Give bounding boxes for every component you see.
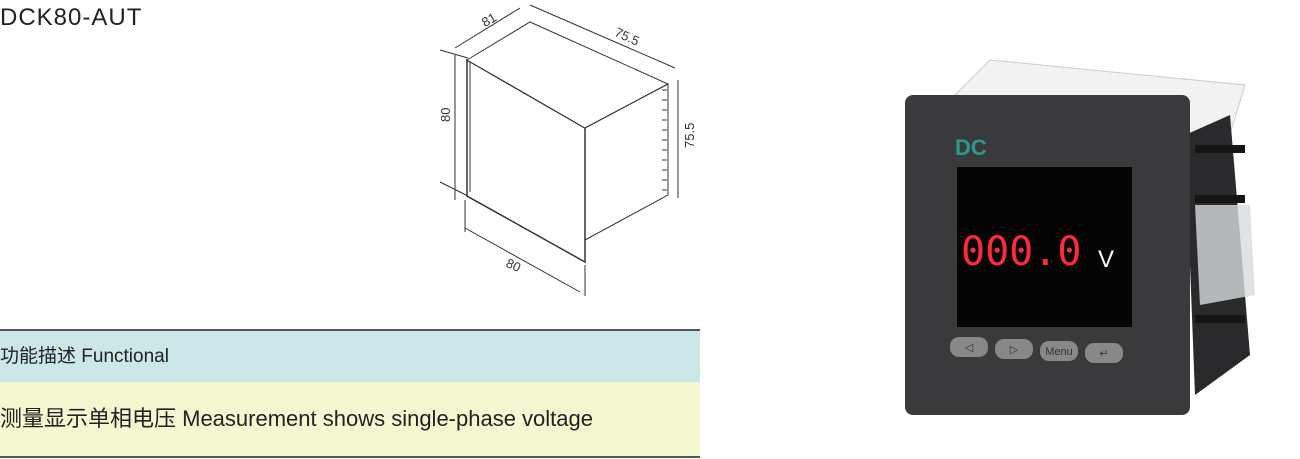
enter-button[interactable]: ↵	[1099, 348, 1108, 360]
dim-height-left: 80	[438, 108, 453, 122]
dimension-diagram: 81 75.5 80 75.5 80	[438, 4, 697, 296]
led-reading: 000.0	[961, 229, 1081, 275]
menu-button[interactable]: Menu	[1045, 346, 1073, 358]
brand-logo: DC	[955, 135, 987, 160]
model-title: DCK80-AUT	[0, 4, 143, 31]
device-photo: DC 000.0 V ◁ ▷ Menu ↵	[905, 59, 1255, 415]
left-button[interactable]: ◁	[965, 342, 974, 354]
function-header: 功能描述 Functional	[0, 329, 700, 384]
dim-width-front: 81	[479, 10, 499, 30]
dim-height-right: 75.5	[682, 123, 697, 148]
led-unit: V	[1098, 246, 1114, 273]
dim-depth-top: 75.5	[612, 24, 641, 48]
dim-width-bottom: 80	[504, 255, 523, 275]
function-description: 测量显示单相电压 Measurement shows single-phase …	[0, 382, 700, 458]
right-button[interactable]: ▷	[1010, 344, 1019, 356]
